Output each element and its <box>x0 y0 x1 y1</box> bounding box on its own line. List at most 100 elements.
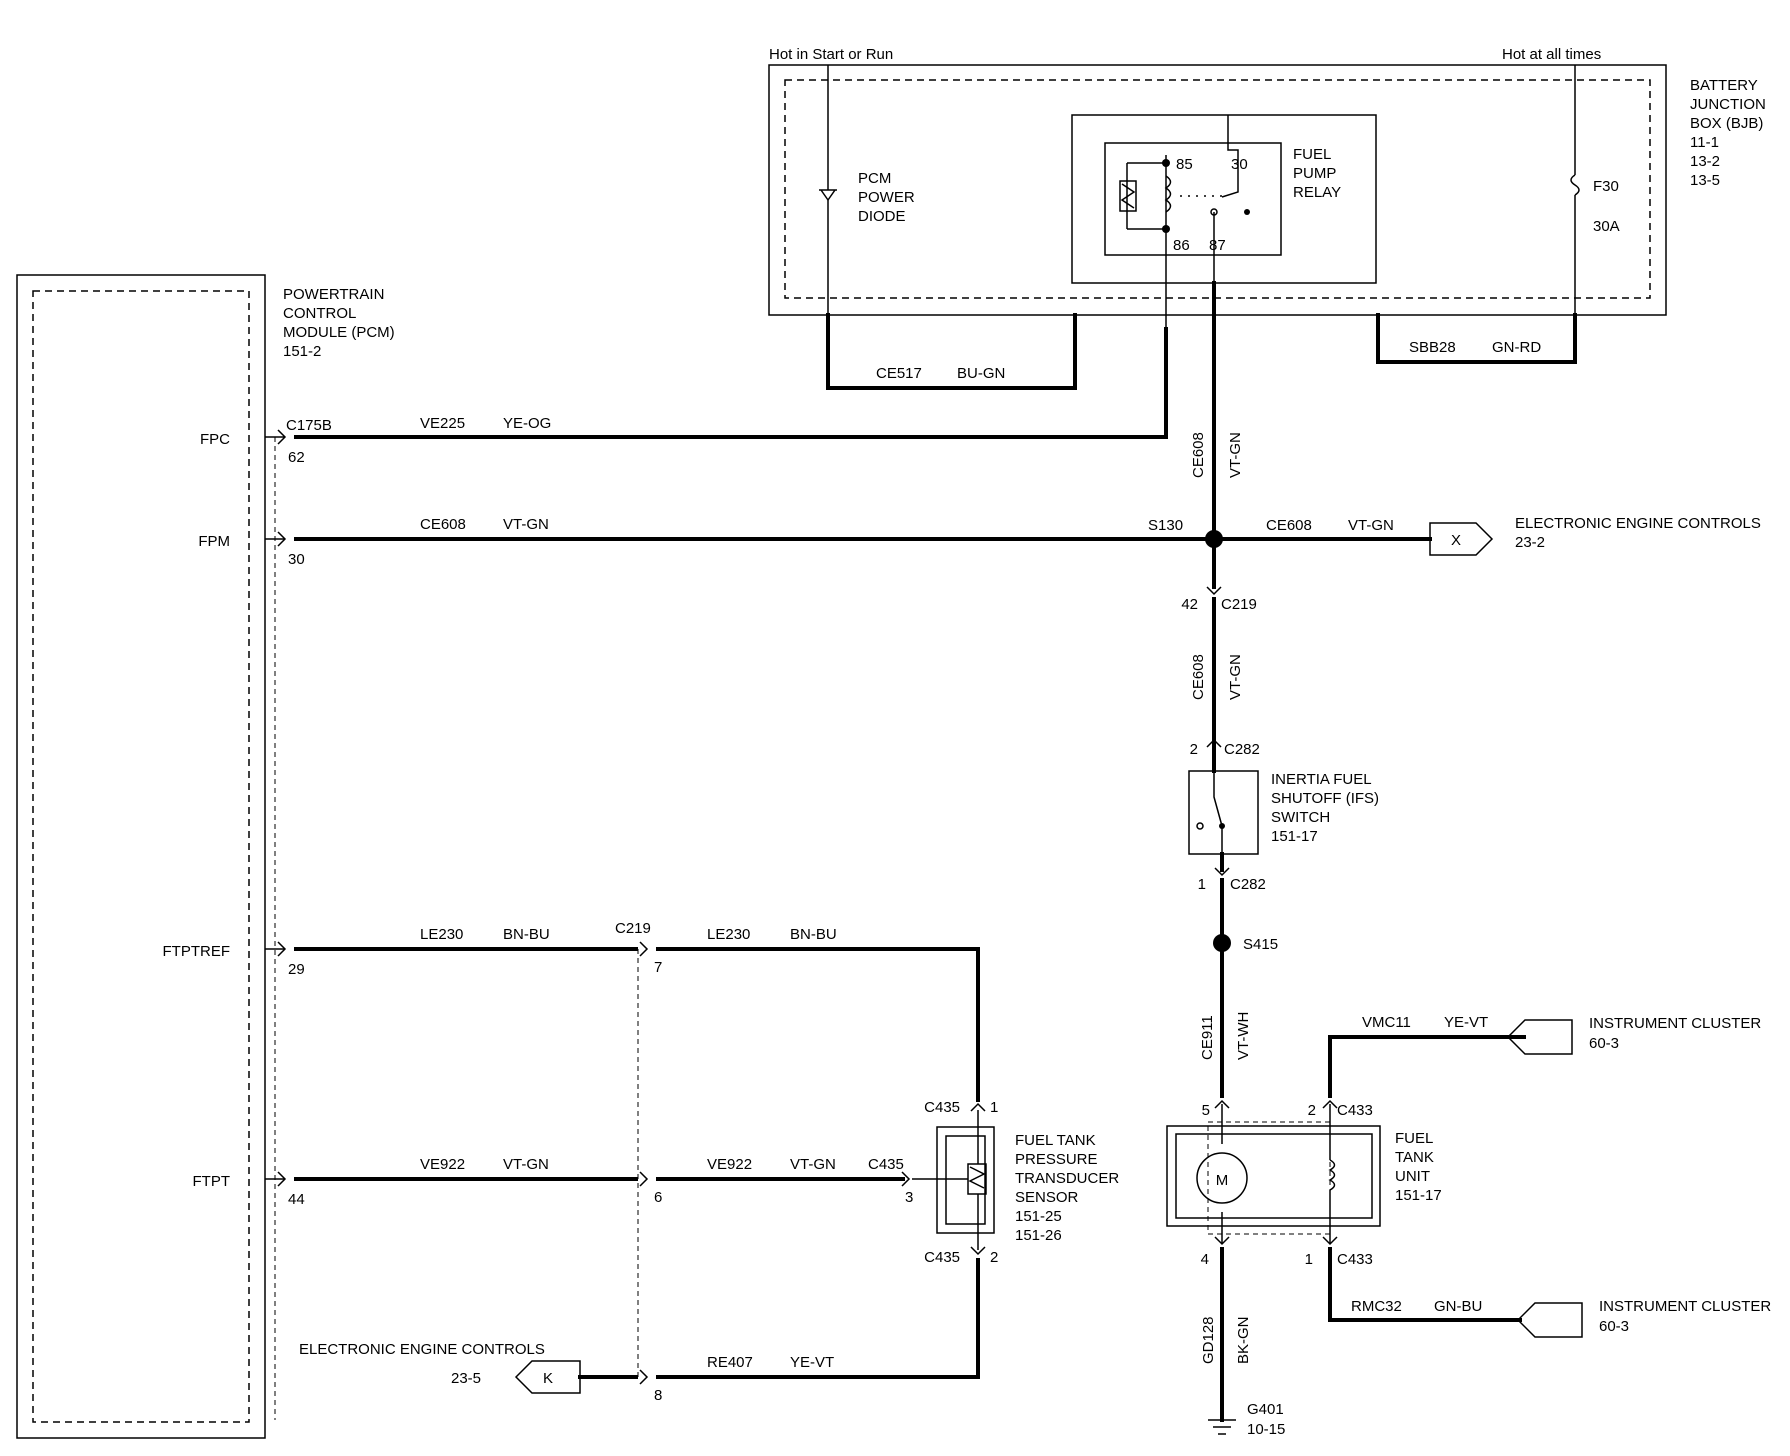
ifs-label-line-0: INERTIA FUEL <box>1271 771 1372 788</box>
relay-pin85-label: 85 <box>1176 156 1193 173</box>
ic-top-flag <box>1506 1019 1573 1055</box>
diode-label-line-0: PCM <box>858 170 891 187</box>
c282-bot-pin: 1 <box>1198 876 1206 893</box>
ftpt-sensor-label-line-5: 151-26 <box>1015 1227 1062 1244</box>
ifs-contact-open <box>1196 822 1204 830</box>
fuel-tank-inner-box <box>1175 1133 1373 1219</box>
fuel-motor-letter: M <box>1216 1172 1229 1189</box>
ftpt-sensor-zigzag <box>968 1166 986 1189</box>
feed-start-run-label: Hot in Start or Run <box>769 46 893 63</box>
c435-bot-arrow <box>970 1246 986 1256</box>
wire-ve225-color: YE-OG <box>503 415 551 432</box>
wire-ce517-color: BU-GN <box>957 365 1005 382</box>
c433-top-sender-arrow <box>1322 1099 1338 1109</box>
wire-re407-circuit: RE407 <box>707 1354 753 1371</box>
fuel-tank-label-line-1: TANK <box>1395 1149 1434 1166</box>
ic-top-page: 60-3 <box>1589 1035 1619 1052</box>
pcm-pin-name-2: FTPTREF <box>163 943 231 960</box>
wire-ce608-lower-color: VT-GN <box>1227 654 1244 700</box>
c219-mid-arrow-7 <box>639 941 649 957</box>
c219-top-arrow <box>1206 586 1222 596</box>
c219-mid-name: C219 <box>615 920 651 937</box>
wire-ce608-vert-color: VT-GN <box>1227 432 1244 478</box>
relay-contact-30-dot <box>1244 209 1250 215</box>
c433-bot-sender-arrow <box>1322 1236 1338 1246</box>
c219-top-name: C219 <box>1221 596 1257 613</box>
ftpt-sensor-label-line-0: FUEL TANK <box>1015 1132 1096 1149</box>
c219-mid-arrow-6 <box>639 1171 649 1187</box>
fuel-tank-label-line-0: FUEL <box>1395 1130 1433 1147</box>
c435-top-arrow <box>970 1102 986 1112</box>
eec-left-flag <box>514 1360 581 1394</box>
c433-top-motor-arrow <box>1214 1099 1230 1109</box>
wire-ve225-circuit: VE225 <box>420 415 465 432</box>
wire-rmc32-color: GN-BU <box>1434 1298 1482 1315</box>
ifs-switch-box <box>1188 770 1259 855</box>
fuse-symbol <box>1570 174 1580 196</box>
fuel-motor-circle <box>1196 1152 1248 1204</box>
pcm-connector-name: C175B <box>286 417 332 434</box>
c435-mid-name: C435 <box>868 1156 904 1173</box>
wire-ce911-color: VT-WH <box>1235 1012 1252 1060</box>
wire-rmc32 <box>1328 1247 1522 1322</box>
eec-left-page: 23-5 <box>451 1370 481 1387</box>
eec-left-letter: K <box>543 1370 553 1387</box>
c433-top-sender-pin: 2 <box>1308 1102 1316 1119</box>
relay-pin30-label: 30 <box>1231 156 1248 173</box>
wire-ce911-circuit: CE911 <box>1199 1015 1216 1060</box>
bjb-label-line-4: 13-2 <box>1690 153 1720 170</box>
c219-top-pin: 42 <box>1181 596 1198 613</box>
wire-rmc32-circuit: RMC32 <box>1351 1298 1402 1315</box>
relay-resistor <box>1119 180 1137 212</box>
pcm-pin-number-2: 29 <box>288 961 305 978</box>
ic-bot-label: INSTRUMENT CLUSTER <box>1599 1298 1771 1315</box>
wire-ve922-b-color: VT-GN <box>790 1156 836 1173</box>
wire-ce517-loop <box>826 313 1077 390</box>
bjb-label-line-2: BOX (BJB) <box>1690 115 1763 132</box>
relay-resistor-zigzag <box>1120 183 1136 209</box>
diode-label-line-2: DIODE <box>858 208 906 225</box>
diode-label-line-1: POWER <box>858 189 915 206</box>
pcm-inner-dashed <box>32 290 250 1423</box>
ic-bot-flag <box>1516 1302 1583 1338</box>
wire-le230-a-circuit: LE230 <box>420 926 463 943</box>
pcm-pin-name-1: FPM <box>198 533 230 550</box>
bjb-outline <box>768 64 1667 316</box>
c435-top-name: C435 <box>924 1099 960 1116</box>
diode-symbol <box>819 189 837 202</box>
wire-ce608-pcm-circuit: CE608 <box>420 516 466 533</box>
relay-pin86-label: 86 <box>1173 237 1190 254</box>
c282-top-arrow <box>1206 738 1222 748</box>
wire-ce608-pcm-color: VT-GN <box>503 516 549 533</box>
wire-vmc11-color: YE-VT <box>1444 1014 1488 1031</box>
ifs-switch-blade <box>1213 771 1223 827</box>
eec-right-label: ELECTRONIC ENGINE CONTROLS <box>1515 515 1761 532</box>
ftpt-sensor-label-line-1: PRESSURE <box>1015 1151 1098 1168</box>
c219-mid-pin6: 6 <box>654 1189 662 1206</box>
relay-label-line-0: FUEL <box>1293 146 1331 163</box>
c282-bot-arrow <box>1214 867 1230 877</box>
wire-le230-b <box>656 947 980 1102</box>
eec-right-letter: X <box>1451 532 1461 549</box>
c282-top-name: C282 <box>1224 741 1260 758</box>
wire-ce608-eec-color: VT-GN <box>1348 517 1394 534</box>
pcm-label-line-0: POWERTRAIN <box>283 286 384 303</box>
wire-gd128-circuit: GD128 <box>1200 1316 1217 1364</box>
wire-re407-color: YE-VT <box>790 1354 834 1371</box>
c282-bot-name: C282 <box>1230 876 1266 893</box>
c282-top-pin: 2 <box>1190 741 1198 758</box>
fuse-name: F30 <box>1593 178 1619 195</box>
bjb-label-line-5: 13-5 <box>1690 172 1720 189</box>
bjb-inner-dashed <box>784 79 1651 299</box>
wire-vmc11-circuit: VMC11 <box>1362 1014 1411 1031</box>
pcm-pin-name-3: FTPT <box>193 1173 231 1190</box>
diagram-static <box>16 64 1667 1439</box>
wire-ve922-a-color: VT-GN <box>503 1156 549 1173</box>
relay-label-line-2: RELAY <box>1293 184 1341 201</box>
splice-s415 <box>1213 934 1231 952</box>
pcm-pin-name-0: FPC <box>200 431 230 448</box>
wire-le230-b-color: BN-BU <box>790 926 837 943</box>
c435-top-pin: 1 <box>990 1099 998 1116</box>
